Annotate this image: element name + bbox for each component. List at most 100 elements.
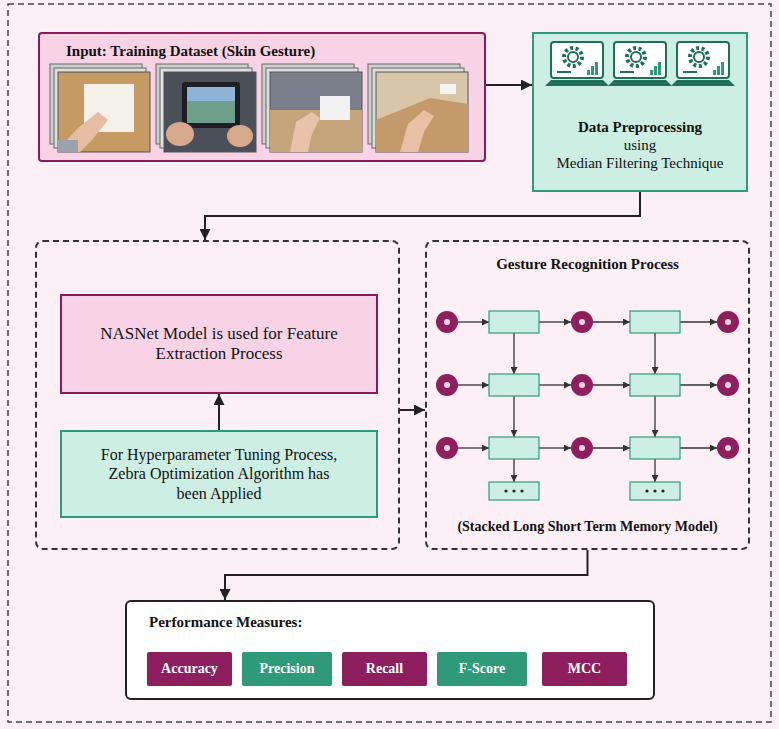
- node-text: Median Filtering Technique: [542, 154, 738, 172]
- bar: [717, 66, 720, 75]
- gear: [631, 52, 641, 62]
- lstm-node-dot: [444, 445, 450, 451]
- bar: [658, 62, 661, 75]
- laptop-base: [545, 80, 609, 86]
- marker: [440, 84, 456, 94]
- process-box: Data PreprocessingusingMedian Filtering …: [532, 32, 748, 192]
- ellipsis-dot: [504, 489, 507, 492]
- lstm-node-dot: [725, 319, 731, 325]
- connector-group: [219, 394, 220, 430]
- bar: [713, 70, 716, 75]
- lstm-cell: [489, 311, 539, 333]
- lstm-arrow: [593, 321, 630, 322]
- sleeve: [58, 140, 78, 152]
- hand: [58, 112, 108, 152]
- connector-group: [205, 192, 640, 240]
- lstm-arrow: [680, 447, 717, 448]
- hand: [400, 110, 434, 152]
- laptop-gear-icon: [671, 42, 735, 86]
- lstm-node: [571, 311, 593, 333]
- photo: [164, 72, 256, 152]
- process-box: For Hyperparameter Tuning Process, Zebra…: [60, 430, 378, 518]
- laptop-screen: [677, 42, 729, 78]
- hand: [227, 125, 253, 147]
- lstm-arrow: [513, 333, 514, 374]
- bar: [591, 66, 594, 75]
- node-text: For Hyperparameter Tuning Process, Zebra…: [92, 445, 346, 503]
- connector-group: [225, 550, 588, 600]
- photo-frame: [266, 68, 358, 148]
- lstm-more: [489, 482, 539, 500]
- text-line: [683, 71, 697, 73]
- lstm-more: [630, 482, 680, 500]
- photo: [270, 72, 362, 152]
- tablet-screen: [187, 87, 235, 101]
- ellipsis-dot: [645, 489, 648, 492]
- lstm-node: [717, 311, 739, 333]
- lstm-arrow: [593, 447, 630, 448]
- hand: [290, 112, 320, 152]
- lstm-cell: [630, 374, 680, 396]
- measure-chip: Recall: [342, 652, 427, 686]
- gesture-photo: [368, 64, 468, 152]
- gear: [690, 48, 708, 66]
- measures-box: Performance Measures:AccuracyPrecisionRe…: [125, 600, 655, 700]
- lstm-arrow: [513, 459, 514, 482]
- bar: [587, 70, 590, 75]
- tablet: [182, 82, 240, 128]
- flow-arrow: [400, 409, 425, 411]
- measure-chip: MCC: [542, 652, 627, 686]
- lstm-arrow: [654, 459, 655, 482]
- lstm-arrow: [539, 447, 571, 448]
- lstm-node: [436, 374, 458, 396]
- lstm-arrow: [680, 321, 717, 322]
- node-text: Input: Training Dataset (Skin Gesture): [66, 42, 470, 60]
- node-text: using: [542, 136, 738, 154]
- lstm-node-dot: [725, 445, 731, 451]
- lstm-node: [436, 437, 458, 459]
- card: [320, 96, 350, 120]
- paper: [84, 84, 134, 132]
- photo-frame: [372, 68, 464, 148]
- measure-chip: Accuracy: [147, 652, 232, 686]
- input-box: Input: Training Dataset (Skin Gesture): [38, 32, 486, 162]
- lstm-node: [717, 437, 739, 459]
- node-text: Recall: [366, 661, 403, 678]
- laptop-gear-icon: [608, 42, 672, 86]
- photo-frame: [160, 68, 252, 148]
- flow-arrow: [205, 192, 640, 240]
- photo-frame: [156, 64, 248, 144]
- measure-chip: F-Score: [437, 652, 527, 686]
- lstm-cell: [630, 311, 680, 333]
- node-text: F-Score: [459, 661, 505, 678]
- lstm-arrow: [513, 396, 514, 437]
- connector-group: [486, 85, 532, 86]
- measure-chip: Precision: [242, 652, 332, 686]
- lstm-arrow: [539, 321, 571, 322]
- laptop-gear-icon: [545, 42, 609, 86]
- photo: [376, 72, 468, 152]
- outer-frame: [8, 4, 771, 722]
- gesture-photo: [262, 64, 362, 152]
- process-box: NASNet Model is used for Feature Extract…: [60, 294, 378, 394]
- ellipsis-dot: [520, 489, 523, 492]
- photo-frame: [54, 68, 146, 148]
- lstm-arrow: [458, 447, 489, 448]
- laptop-screen: [551, 42, 603, 78]
- lstm-arrow: [458, 384, 489, 385]
- lstm-arrow: [458, 321, 489, 322]
- node-text: NASNet Model is used for Feature Extract…: [100, 324, 338, 365]
- bar: [595, 62, 598, 75]
- lstm-arrow: [680, 384, 717, 385]
- lstm-node-dot: [444, 382, 450, 388]
- group-box: NASNet Model is used for Feature Extract…: [35, 240, 400, 550]
- node-text: Gesture Recognition Process: [496, 255, 679, 273]
- photo-frame: [368, 64, 460, 144]
- gesture-photo: [50, 64, 150, 152]
- lstm-node-dot: [579, 445, 585, 451]
- node-text: Accuracy: [161, 661, 218, 678]
- table: [270, 110, 362, 152]
